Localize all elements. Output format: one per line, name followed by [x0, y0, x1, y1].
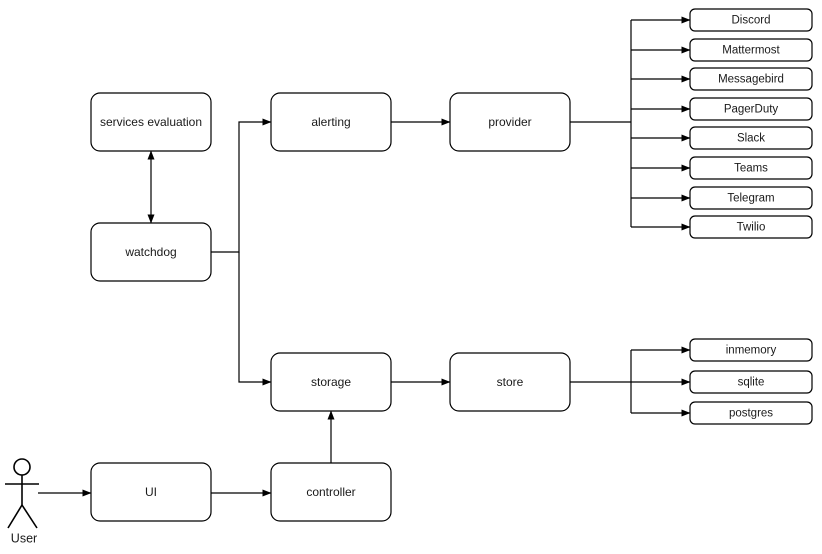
node-alerting-label: alerting: [311, 115, 350, 129]
node-teams[interactable]: Teams: [689, 156, 813, 180]
node-store-label: store: [497, 375, 524, 389]
node-slack-box[interactable]: [689, 126, 813, 150]
node-postgres-label: postgres: [729, 408, 773, 420]
node-inmemory[interactable]: inmemory: [689, 338, 813, 362]
node-alerting[interactable]: alerting: [270, 92, 392, 152]
actor-user-label: User: [11, 531, 37, 545]
node-pagerduty[interactable]: PagerDuty: [689, 97, 813, 121]
node-twilio-label: Twilio: [737, 222, 766, 234]
edge-watchdog-to-alerting: [211, 118, 272, 253]
node-pagerduty-label: PagerDuty: [724, 104, 779, 116]
provider-node-group: DiscordMattermostMessagebirdPagerDutySla…: [689, 8, 813, 239]
actor-left-leg-icon: [7, 504, 23, 529]
node-mattermost-box[interactable]: [689, 38, 813, 62]
node-sqlite-label: sqlite: [738, 377, 765, 389]
node-inmemory-box[interactable]: [689, 338, 813, 362]
node-storage-box[interactable]: [270, 352, 392, 412]
node-controller[interactable]: controller: [270, 462, 392, 522]
node-messagebird[interactable]: Messagebird: [689, 67, 813, 91]
node-pagerduty-box[interactable]: [689, 97, 813, 121]
edge-watchdog-to-storage: [238, 252, 272, 386]
node-discord-label: Discord: [732, 15, 771, 27]
node-mattermost[interactable]: Mattermost: [689, 38, 813, 62]
node-storage-label: storage: [311, 375, 351, 389]
node-sqlite[interactable]: sqlite: [689, 370, 813, 394]
node-teams-label: Teams: [734, 163, 768, 175]
actor-user[interactable]: User: [5, 458, 39, 545]
node-slack-label: Slack: [737, 133, 765, 145]
node-provider-label: provider: [488, 115, 531, 129]
node-postgres-box[interactable]: [689, 401, 813, 425]
node-mattermost-label: Mattermost: [722, 45, 780, 57]
node-twilio-box[interactable]: [689, 215, 813, 239]
node-watchdog-label: watchdog: [124, 245, 176, 259]
node-teams-box[interactable]: [689, 156, 813, 180]
actor-right-leg-icon: [21, 504, 38, 529]
node-ui[interactable]: UI: [90, 462, 212, 522]
node-inmemory-label: inmemory: [726, 345, 777, 357]
provider-branch-group: [631, 16, 691, 231]
node-slack[interactable]: Slack: [689, 126, 813, 150]
store-branch-group: [631, 346, 691, 417]
node-postgres[interactable]: postgres: [689, 401, 813, 425]
node-telegram-box[interactable]: [689, 186, 813, 210]
node-provider[interactable]: provider: [449, 92, 571, 152]
node-discord-box[interactable]: [689, 8, 813, 32]
node-services-evaluation-label: services evaluation: [100, 115, 202, 129]
node-sqlite-box[interactable]: [689, 370, 813, 394]
node-store[interactable]: store: [449, 352, 571, 412]
node-ui-box[interactable]: [90, 462, 212, 522]
node-ui-label: UI: [145, 485, 157, 499]
node-services-evaluation-box[interactable]: [90, 92, 212, 152]
node-services-evaluation[interactable]: services evaluation: [90, 92, 212, 152]
node-alerting-box[interactable]: [270, 92, 392, 152]
node-messagebird-box[interactable]: [689, 67, 813, 91]
node-controller-box[interactable]: [270, 462, 392, 522]
node-discord[interactable]: Discord: [689, 8, 813, 32]
node-watchdog-box[interactable]: [90, 222, 212, 282]
node-twilio[interactable]: Twilio: [689, 215, 813, 239]
actor-head-icon: [13, 458, 31, 476]
node-storage[interactable]: storage: [270, 352, 392, 412]
node-controller-label: controller: [306, 485, 355, 499]
node-telegram-label: Telegram: [727, 193, 774, 205]
store-node-group: inmemory sqlite postgres: [689, 338, 813, 425]
node-messagebird-label: Messagebird: [718, 74, 784, 86]
node-store-box[interactable]: [449, 352, 571, 412]
node-watchdog[interactable]: watchdog: [90, 222, 212, 282]
node-provider-box[interactable]: [449, 92, 571, 152]
node-telegram[interactable]: Telegram: [689, 186, 813, 210]
